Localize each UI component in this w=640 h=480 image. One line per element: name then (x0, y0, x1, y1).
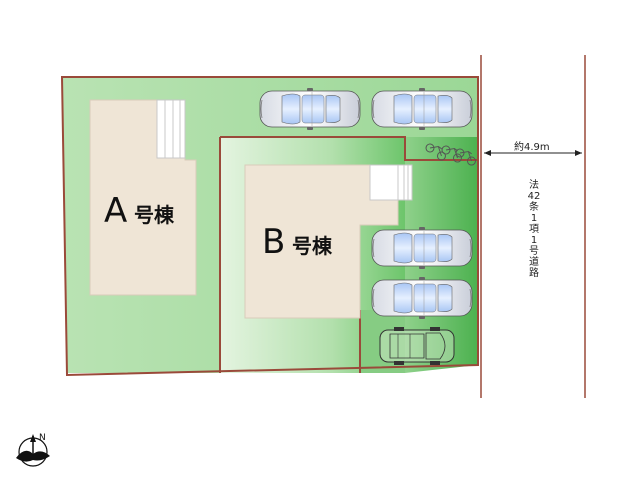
building-a-suffix: 号棟 (134, 203, 175, 227)
lot-boundary (60, 76, 479, 377)
bicycle-icon (455, 148, 476, 166)
compass-north-icon: N (16, 433, 50, 467)
car-icon (259, 88, 361, 130)
building-a: A 号棟 (89, 99, 197, 296)
road-label-char: 道 (529, 255, 539, 268)
bicycle-icon (425, 143, 446, 161)
parking-cars (259, 88, 473, 319)
road-width-dimension: 約4.9m (484, 140, 582, 156)
road-label-char: 法 (529, 178, 539, 191)
road-label-char: 1 (531, 213, 537, 224)
building-b-letter: B (262, 222, 285, 262)
car-icon (371, 277, 473, 319)
road-label-char: 1 (531, 235, 537, 246)
road-label-char: 42 (528, 191, 541, 202)
road-label-char: 条 (529, 200, 539, 213)
building-a-porch (156, 99, 186, 159)
road-label-char: 路 (529, 266, 539, 279)
bicycles (425, 143, 476, 166)
compass-north-label: N (39, 433, 46, 443)
compact-car (379, 327, 455, 365)
car-icon (371, 88, 473, 130)
road-label: 法 42 条 1 項 1 号 道 路 (528, 178, 541, 279)
road-label-char: 号 (529, 245, 539, 257)
building-b-suffix: 号棟 (292, 234, 333, 258)
road-width-label: 約4.9m (514, 140, 550, 153)
building-b-porch (369, 164, 413, 201)
building-b: B 号棟 (244, 164, 413, 319)
road-label-char: 項 (529, 223, 539, 235)
building-a-letter: A (104, 191, 127, 231)
car-icon (371, 227, 473, 269)
